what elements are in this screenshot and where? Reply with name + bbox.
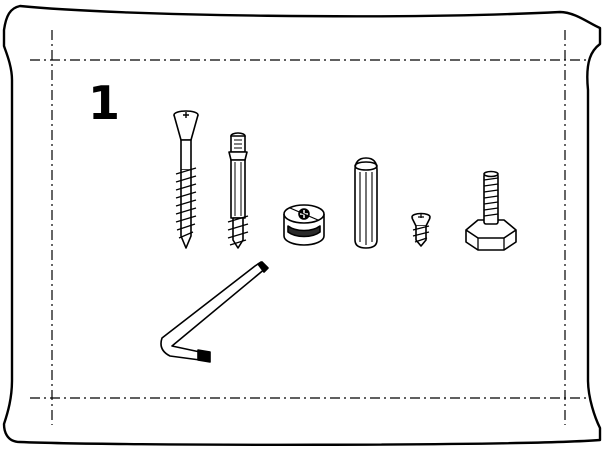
countersunk-wood-screw-icon [173, 110, 199, 249]
short-screw-icon [411, 212, 431, 247]
hex-bolt-and-nut-icon [465, 170, 517, 251]
wooden-dowel-icon [354, 157, 378, 249]
seal-lines [30, 30, 590, 425]
cam-lock-bolt-icon [227, 132, 249, 249]
step-number: 1 [88, 76, 121, 130]
cam-lock-nut-icon [283, 204, 325, 246]
bag-outline [2, 4, 602, 446]
allen-key-icon [160, 261, 269, 363]
